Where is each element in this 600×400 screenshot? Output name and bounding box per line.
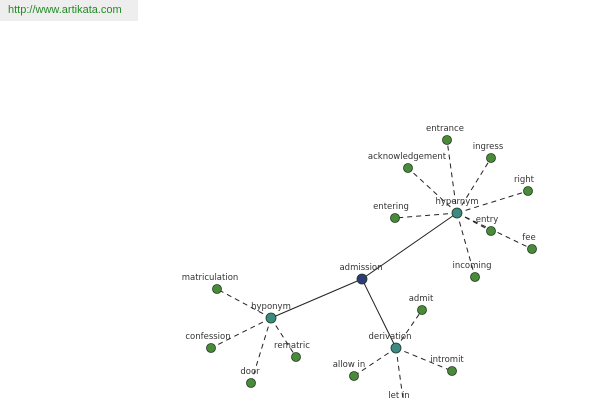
leaf-label-entering[interactable]: entering [373, 202, 409, 212]
edge-hyponym-matriculation [216, 288, 272, 319]
leaf-label-incoming[interactable]: incoming [452, 261, 491, 271]
leaf-label-confession[interactable]: confession [185, 332, 230, 342]
leaf-node-fee[interactable] [527, 244, 537, 254]
edge-admission-derivation [361, 278, 397, 349]
relation-label-hypernym[interactable]: hypernym [435, 197, 478, 207]
edge-derivation-admit [395, 309, 423, 349]
leaf-label-door[interactable]: door [240, 367, 260, 377]
nodes-layer [206, 135, 537, 388]
leaf-label-fee[interactable]: fee [522, 233, 535, 243]
leaf-node-allow-in[interactable] [349, 371, 359, 381]
leaf-label-ingress[interactable]: ingress [473, 142, 504, 152]
edge-hypernym-ingress [456, 157, 492, 214]
relation-label-hyponym[interactable]: hyponym [251, 302, 291, 312]
leaf-label-right[interactable]: right [514, 175, 535, 185]
leaf-label-allow-in[interactable]: allow in [333, 360, 366, 370]
leaf-node-entrance[interactable] [442, 135, 452, 145]
leaf-label-intromit[interactable]: intromit [430, 355, 464, 365]
relation-node-derivation[interactable] [390, 342, 402, 354]
leaf-label-let-in[interactable]: let in [388, 391, 409, 400]
leaf-node-confession[interactable] [206, 343, 216, 353]
edge-derivation-let-in [395, 347, 404, 400]
leaf-node-right[interactable] [523, 186, 533, 196]
leaf-label-entrance[interactable]: entrance [426, 124, 464, 134]
root-node-admission[interactable] [356, 273, 368, 285]
edge-hyponym-confession [210, 317, 272, 349]
leaf-label-entry[interactable]: entry [476, 215, 498, 225]
leaf-label-matriculation[interactable]: matriculation [182, 273, 239, 283]
relation-node-hyponym[interactable] [265, 312, 277, 324]
leaf-node-matriculation[interactable] [212, 284, 222, 294]
edge-hypernym-entry [456, 212, 492, 232]
edge-hypernym-fee [456, 212, 533, 250]
edge-hypernym-entrance [446, 139, 458, 214]
leaf-node-entering[interactable] [390, 213, 400, 223]
edge-hypernym-entering [394, 212, 458, 219]
labels-layer: admission hypernym hyponym derivation entran… [182, 124, 536, 400]
relation-label-derivation[interactable]: derivation [368, 332, 411, 342]
leaf-node-admit[interactable] [417, 305, 427, 315]
leaf-label-acknowledgement[interactable]: acknowledgement [368, 152, 447, 162]
leaf-label-admit[interactable]: admit [409, 294, 434, 304]
leaf-node-entry[interactable] [486, 226, 496, 236]
relation-node-hypernym[interactable] [451, 207, 463, 219]
leaf-node-intromit[interactable] [447, 366, 457, 376]
edge-admission-hyponym [270, 278, 363, 319]
site-url-link[interactable]: http://www.artikata.com [8, 4, 122, 16]
leaf-node-door[interactable] [246, 378, 256, 388]
site-url-banner[interactable]: http://www.artikata.com [0, 0, 138, 21]
leaf-node-ingress[interactable] [486, 153, 496, 163]
edge-hyponym-rematric [270, 317, 297, 358]
edge-hypernym-acknowledgement [407, 167, 458, 214]
edge-hypernym-incoming [456, 212, 476, 278]
leaf-node-acknowledgement[interactable] [403, 163, 413, 173]
edge-derivation-intromit [395, 347, 453, 372]
edges-layer [210, 139, 533, 400]
leaf-label-rematric[interactable]: rematric [274, 341, 310, 351]
root-label-admission[interactable]: admission [339, 263, 382, 273]
edge-hypernym-right [456, 190, 529, 214]
leaf-node-rematric[interactable] [291, 352, 301, 362]
leaf-node-incoming[interactable] [470, 272, 480, 282]
edge-hyponym-door [250, 317, 272, 384]
edge-admission-hypernym [361, 212, 458, 280]
